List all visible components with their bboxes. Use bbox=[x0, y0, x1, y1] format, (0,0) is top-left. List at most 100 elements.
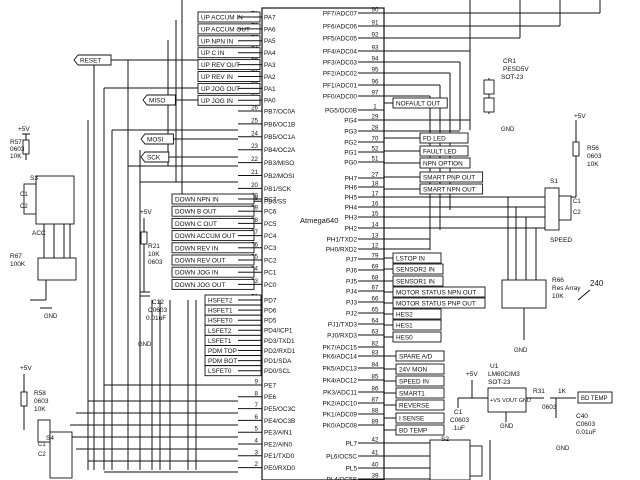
right-pin-number: 69 bbox=[372, 264, 379, 271]
spi-label-box bbox=[140, 133, 174, 145]
right-pin-name: PK1/ADC09 bbox=[323, 411, 358, 418]
c1-ref: C1 bbox=[454, 409, 463, 416]
left-pin-number: 2 bbox=[255, 461, 259, 468]
cr1-package: SOT-23 bbox=[501, 74, 524, 81]
right-pin-number: 63 bbox=[372, 329, 379, 336]
right-pin-number: 64 bbox=[372, 318, 379, 325]
r67-gnd-label: GND bbox=[44, 314, 58, 320]
r57-package: 0603 bbox=[10, 146, 25, 153]
right-pin-number: 92 bbox=[372, 32, 379, 39]
u1-ref: U1 bbox=[490, 363, 499, 370]
left-pin-number: 25 bbox=[251, 117, 258, 124]
bd-temp-label: BD TEMP bbox=[581, 396, 608, 402]
right-pin-number: 17 bbox=[372, 191, 379, 198]
right-pin-number: 93 bbox=[372, 45, 379, 52]
net-label: SMART PNP OUT bbox=[423, 175, 475, 182]
net-label: LSFET1 bbox=[208, 338, 232, 345]
c1-value: .1uF bbox=[452, 425, 465, 432]
net-label: LSFET2 bbox=[208, 328, 232, 335]
right-pin-name: PK5/ADC13 bbox=[323, 365, 358, 372]
s1-ref: S1 bbox=[550, 178, 558, 185]
right-pin-name: PJ5 bbox=[346, 278, 357, 285]
diode-cr1: CR1 PESD5V SOT-23 GND bbox=[483, 58, 529, 133]
net-label: SMART NPN OUT bbox=[423, 187, 476, 194]
c40-gnd-label: GND bbox=[556, 446, 570, 452]
left-pin-number: 3 bbox=[255, 449, 259, 456]
right-pin-name: PL4/OC5B bbox=[326, 476, 357, 480]
left-pin-name: PA1 bbox=[264, 86, 276, 93]
left-pin-name: PE0/RXD0 bbox=[264, 465, 295, 472]
right-pin-name: PK2/ADC10 bbox=[323, 400, 358, 407]
right-pin-number: 95 bbox=[372, 67, 379, 74]
net-label: FAULT LED bbox=[423, 149, 457, 156]
net-label: MOTOR STATUS NPN OUT bbox=[396, 290, 476, 297]
c40-ref: C40 bbox=[576, 413, 588, 420]
net-label: I SENSE bbox=[399, 416, 424, 423]
resistor-r56: +5V R56 0603 10K bbox=[572, 113, 602, 168]
right-pin-number: 70 bbox=[372, 136, 379, 143]
right-pin-name: PJ1/TXD3 bbox=[328, 321, 358, 328]
net-label: UP JOG IN bbox=[201, 98, 233, 105]
right-pin-name: PF3/ADC03 bbox=[323, 59, 358, 66]
net-label: DOWN JOG OUT bbox=[175, 282, 226, 289]
s4-c2: C2 bbox=[38, 452, 46, 458]
left-pin-name: PB2/MOSI bbox=[264, 173, 294, 180]
left-pin-number: 60 bbox=[251, 193, 258, 200]
r57-plus5v-label: +5V bbox=[18, 126, 30, 133]
left-pin-name: PC2 bbox=[264, 257, 277, 264]
left-pin-name: PA7 bbox=[264, 14, 276, 21]
r67-value: 100K bbox=[10, 261, 26, 268]
right-pin-name: PG5/OC0B bbox=[325, 107, 357, 114]
c12-gnd-label: GND bbox=[138, 342, 152, 348]
r66-ref: R66 bbox=[552, 277, 564, 284]
right-pin-number: 91 bbox=[372, 20, 379, 27]
left-pin-number: 54 bbox=[251, 266, 258, 273]
net-label: HES0 bbox=[396, 335, 413, 342]
left-pin-number: 4 bbox=[255, 438, 259, 445]
r31-package: 0603 bbox=[542, 404, 557, 411]
left-pin-number: 56 bbox=[251, 241, 258, 248]
net-label: HES1 bbox=[396, 323, 413, 330]
right-pin-number: 39 bbox=[372, 473, 379, 480]
mcu-right-pins: PF7/ADC0790PF6/ADC0691PF5/ADC0592PF4/ADC… bbox=[323, 7, 384, 480]
left-pin-name: PD4/ICP1 bbox=[264, 328, 293, 335]
left-pin-number: 26 bbox=[251, 105, 258, 112]
left-pin-name: PB6/OC1B bbox=[264, 121, 295, 128]
cr1-ref: CR1 bbox=[503, 58, 516, 65]
net-label: MOTOR STATUS PNP OUT bbox=[396, 301, 476, 308]
spi-label-box bbox=[142, 94, 176, 106]
r57-ref: R57 bbox=[10, 139, 22, 146]
left-pin-name: PC5 bbox=[264, 221, 277, 228]
s4-ref: S4 bbox=[46, 435, 54, 442]
left-pin-name: PD3/TXD1 bbox=[264, 338, 295, 345]
right-pin-name: PG3 bbox=[344, 128, 357, 135]
right-pin-name: PL7 bbox=[346, 440, 358, 447]
net-label: DOWN B OUT bbox=[175, 209, 217, 216]
right-pin-name: PH7 bbox=[345, 175, 358, 182]
left-pin-name: PE4/OC3B bbox=[264, 418, 295, 425]
left-pin-name: PE1/TXD0 bbox=[264, 453, 295, 460]
right-pin-number: 27 bbox=[372, 172, 379, 179]
net-label: DOWN C OUT bbox=[175, 221, 217, 228]
left-pin-number: 23 bbox=[251, 143, 258, 150]
net-label: 24V MON bbox=[399, 367, 427, 374]
r56-plus5v-label: +5V bbox=[574, 113, 586, 120]
s3-c2: C2 bbox=[20, 204, 28, 210]
right-pin-number: 88 bbox=[372, 408, 379, 415]
right-pin-name: PH2 bbox=[345, 225, 358, 232]
right-pin-name: PH4 bbox=[345, 204, 358, 211]
spi-label: SCK bbox=[147, 155, 161, 162]
u1-plus5v-label: +5V bbox=[466, 371, 478, 378]
switch-s3: S3 C1 C2 ACC bbox=[20, 175, 77, 281]
c12-ref: C12 bbox=[152, 299, 164, 306]
left-pin-name: PC4 bbox=[264, 233, 277, 240]
right-pin-name: PJ6 bbox=[346, 267, 357, 274]
right-pin-number: 85 bbox=[372, 374, 379, 381]
resistor-array-r66: R66 Res Array 10K GND 240 bbox=[501, 277, 604, 354]
left-pin-name: PE5/OC3C bbox=[264, 406, 296, 413]
left-pin-number: 8 bbox=[255, 390, 259, 397]
right-pin-number: 66 bbox=[372, 296, 379, 303]
left-pin-name: PA5 bbox=[264, 38, 276, 45]
left-pin-name: PC3 bbox=[264, 245, 277, 252]
